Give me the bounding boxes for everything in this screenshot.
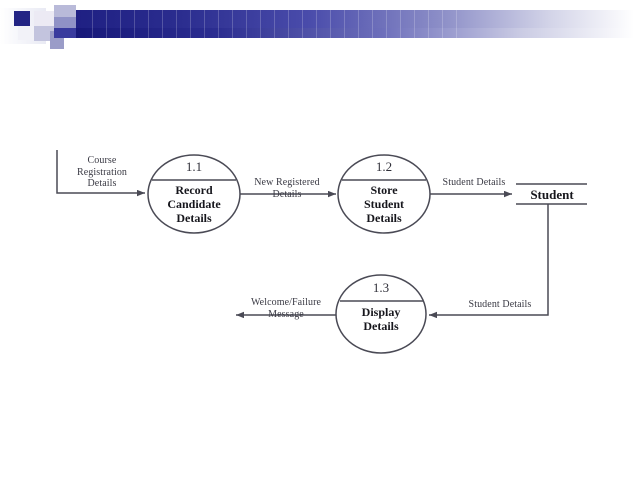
process-name-1-1: Record Candidate Details <box>167 183 221 225</box>
process-number-1-3: 1.3 <box>372 280 390 295</box>
flow-line-course-registration <box>56 150 145 197</box>
flow-label-welcome-failure: Welcome/Failure Message <box>250 297 322 320</box>
flow-label-new-registered: New Registered Details <box>254 177 320 200</box>
flow-line-student-details-to-display <box>429 204 549 319</box>
data-store-label-student: Student <box>530 187 574 202</box>
process-number-1-2: 1.2 <box>375 159 393 174</box>
process-circle-1-3 <box>335 274 427 354</box>
flow-label-course-registration: Course Registration Details <box>76 155 128 189</box>
flow-label-student-details-to-store: Student Details <box>442 177 506 188</box>
process-name-1-3: Display Details <box>361 305 401 333</box>
flow-label-student-details-to-display: Student Details <box>468 299 532 310</box>
process-name-1-2: Store Student Details <box>363 183 404 225</box>
process-number-1-1: 1.1 <box>185 159 203 174</box>
